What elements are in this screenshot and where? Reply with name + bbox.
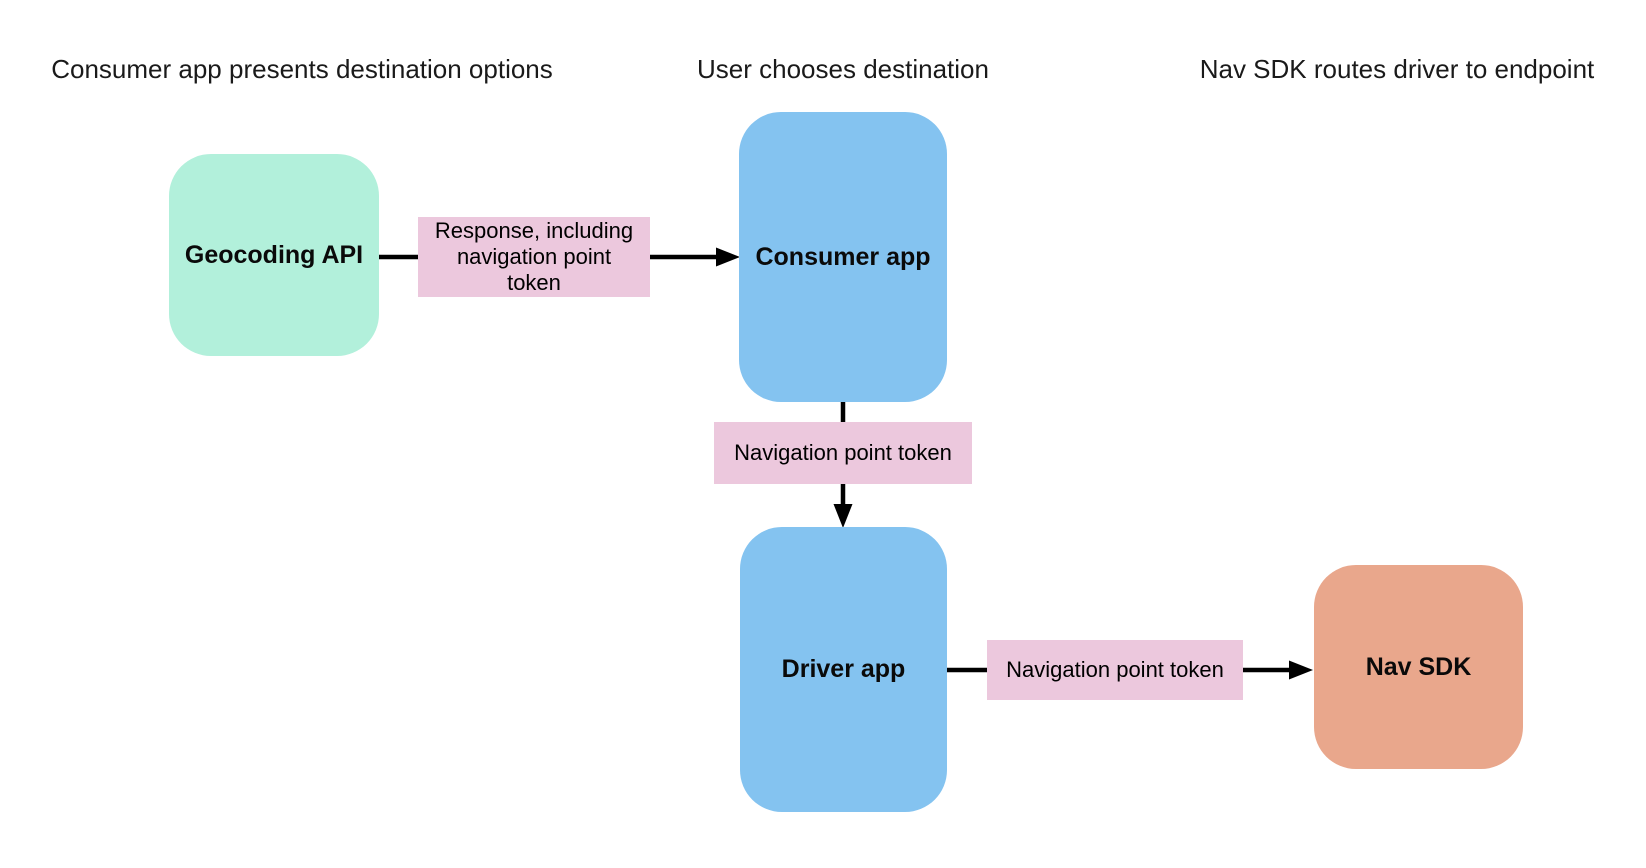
stage-header-consumer-presents: Consumer app presents destination option… [51, 54, 553, 84]
node-geocoding-api: Geocoding API [169, 154, 379, 356]
node-driver-app-label: Driver app [781, 655, 906, 683]
edge-label-navigation-point-token-consumer-driver: Navigation point token [714, 422, 972, 484]
node-nav-sdk-label: Nav SDK [1365, 652, 1472, 681]
node-consumer-app: Consumer app [739, 112, 947, 402]
stage-header-user-chooses: User chooses destination [697, 54, 989, 84]
node-consumer-app-label: Consumer app [755, 242, 931, 271]
edge-label-response-including-token: Response, including navigation point tok… [418, 217, 650, 297]
node-nav-sdk: Nav SDK [1314, 565, 1523, 769]
edge-label-navigation-point-token-driver-navsdk: Navigation point token [987, 640, 1243, 700]
stage-header-navsdk-routes: Nav SDK routes driver to endpoint [1199, 54, 1595, 84]
node-geocoding-api-label: Geocoding API [184, 240, 364, 269]
node-driver-app: Driver app [740, 527, 947, 812]
